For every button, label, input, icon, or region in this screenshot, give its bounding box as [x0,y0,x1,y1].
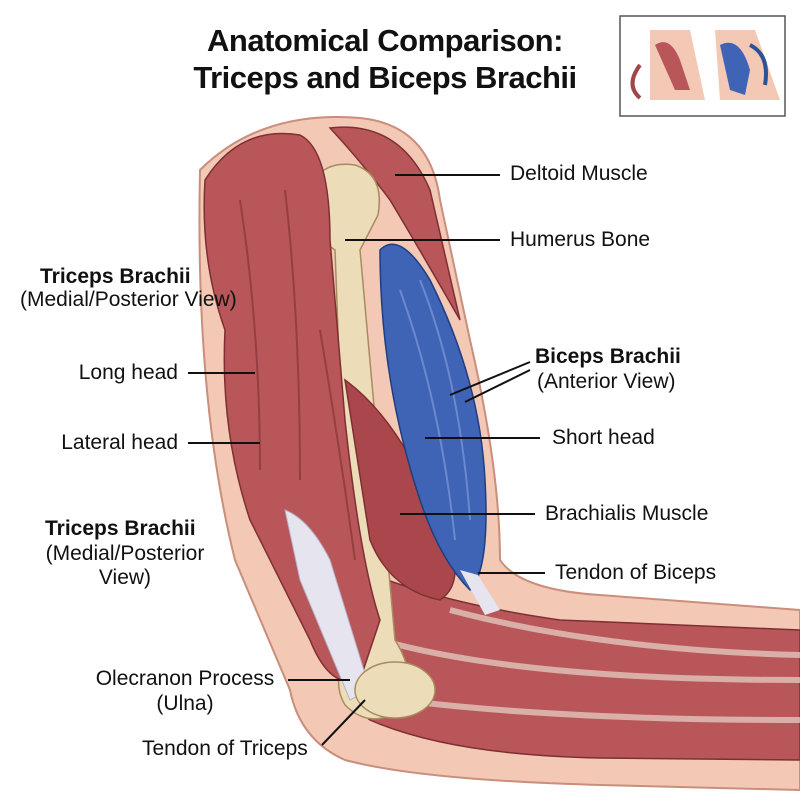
forearm-muscles [337,558,800,761]
label-triceps-title-2: Triceps Brachii [45,517,196,540]
triceps-muscle [203,132,381,683]
label-short-head: Short head [552,426,655,449]
title-line-1: Anatomical Comparison: [207,23,563,58]
page-title: Anatomical Comparison: Triceps and Bicep… [150,22,620,96]
label-deltoid: Deltoid Muscle [510,162,648,185]
label-triceps-view-2b: View) [98,566,152,589]
label-tendon-triceps: Tendon of Triceps [142,737,308,760]
label-olecranon-ulna: (Ulna) [156,692,214,715]
label-brachialis: Brachialis Muscle [545,502,709,525]
biceps-muscle [379,243,487,592]
label-biceps-view: (Anterior View) [537,370,676,393]
label-olecranon: Olecranon Process [95,667,275,690]
deltoid-muscle [328,126,461,321]
label-tendon-biceps: Tendon of Biceps [555,561,717,584]
label-triceps-view-1: (Medial/Posterior View) [20,288,237,311]
title-line-2: Triceps and Biceps Brachii [193,60,577,95]
label-triceps-view-2a: (Medial/Posterior [45,542,205,565]
biceps-tendon [460,570,500,615]
label-biceps-title: Biceps Brachii [535,345,681,368]
olecranon-process [354,661,436,719]
leader-lines [188,174,545,746]
label-lateral-head: Lateral head [61,431,178,454]
inset-comparison [619,15,786,117]
label-humerus: Humerus Bone [510,228,651,251]
label-triceps-title-1: Triceps Brachii [40,265,191,288]
label-long-head: Long head [78,361,178,384]
